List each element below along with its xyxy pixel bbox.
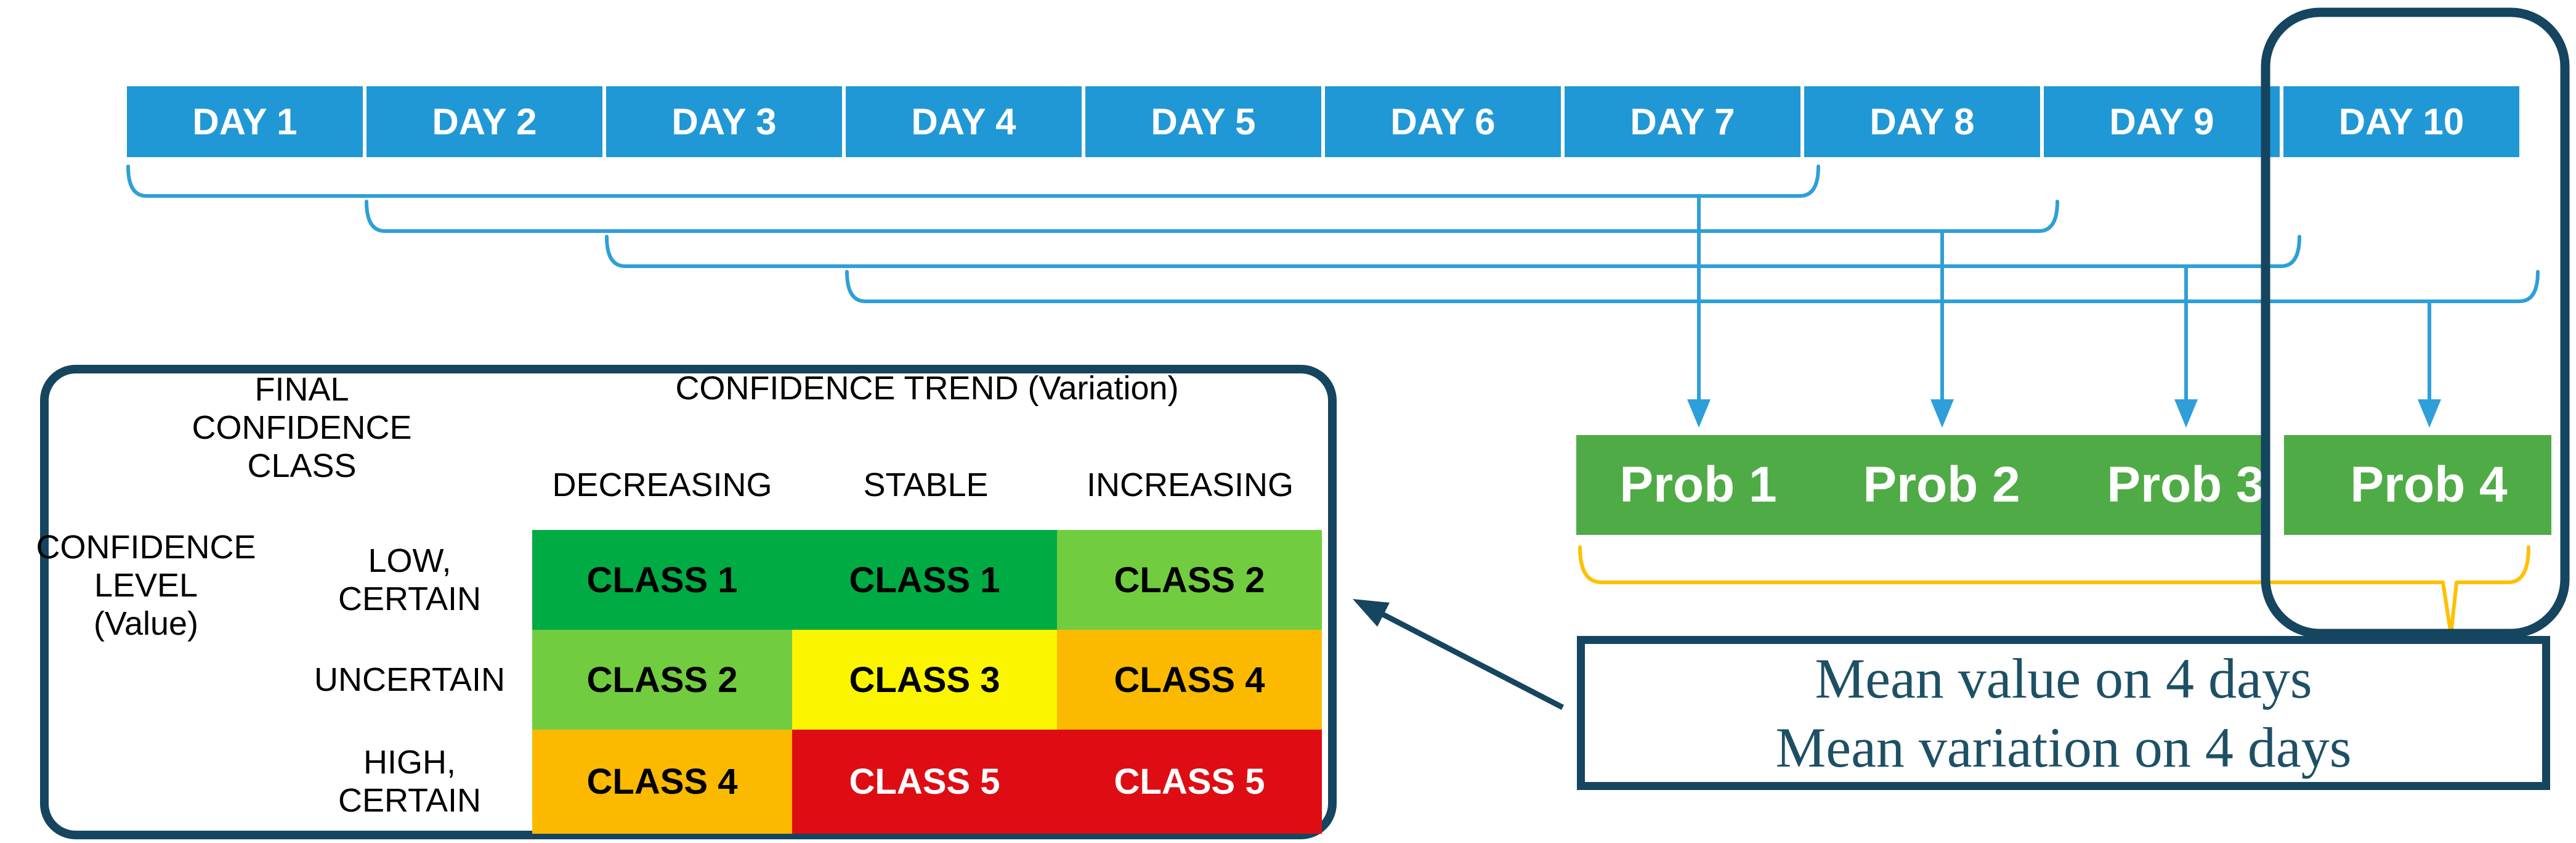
window-bracket-days2-8	[365, 200, 2059, 233]
prob-3-label: Prob 3	[2107, 457, 2264, 513]
window-bracket-days1-7	[126, 165, 1820, 198]
matrix-cell-r1c1: CLASS 1	[532, 530, 792, 630]
column-header-increasing: INCREASING	[1086, 466, 1294, 503]
matrix-cell-r1c2: CLASS 1	[792, 530, 1057, 630]
day-box-2: DAY 2	[367, 86, 602, 157]
matrix-cell-r1c3: CLASS 2	[1057, 530, 1322, 630]
matrix-cell-r3c1: CLASS 4	[532, 730, 792, 834]
prob-bar-segment-1to3	[1576, 435, 2263, 535]
matrix-column-axis-title: CONFIDENCE TREND (Variation)	[675, 370, 1179, 407]
window1-arrowhead-icon	[1687, 399, 1711, 428]
prob-2-label: Prob 2	[1863, 457, 2020, 513]
mean-variation-text: Mean variation on 4 days	[1775, 716, 2352, 779]
matrix-cell-r2c2: CLASS 3	[792, 630, 1057, 730]
window-bracket-days3-9	[605, 235, 2301, 268]
day-box-3: DAY 3	[606, 86, 842, 157]
window2-arrowhead-icon	[1930, 399, 1954, 428]
row-header-high-certain: HIGH, CERTAIN	[338, 744, 482, 819]
matrix-row-axis-title: CONFIDENCE LEVEL (Value)	[36, 529, 256, 642]
window-bracket-days4-10	[845, 270, 2540, 303]
annotation-arrowhead-icon	[1353, 599, 1390, 627]
day-box-6: DAY 6	[1325, 86, 1561, 157]
matrix-corner-title: FINAL CONFIDENCE CLASS	[192, 371, 412, 484]
day-box-10: DAY 10	[2283, 86, 2519, 157]
annotation-to-matrix-arrow	[1381, 612, 1565, 710]
day-box-8: DAY 8	[1804, 86, 2040, 157]
window4-arrowhead-icon	[2418, 399, 2441, 428]
row-header-uncertain: UNCERTAIN	[314, 661, 506, 698]
prob-aggregate-brace	[1578, 545, 2530, 637]
matrix-cell-r2c1: CLASS 2	[532, 630, 792, 730]
mean-annotation-box: Mean value on 4 days Mean variation on 4…	[1577, 636, 2550, 790]
mean-value-text: Mean value on 4 days	[1815, 647, 2312, 710]
matrix-cell-r3c3: CLASS 5	[1057, 730, 1322, 834]
row-header-low-certain: LOW, CERTAIN	[338, 542, 482, 617]
prob-4-label: Prob 4	[2350, 457, 2508, 513]
column-header-decreasing: DECREASING	[552, 466, 772, 503]
day-box-4: DAY 4	[846, 86, 1082, 157]
matrix-cell-r3c2: CLASS 5	[792, 730, 1057, 834]
day-box-9: DAY 9	[2044, 86, 2280, 157]
day-box-5: DAY 5	[1085, 86, 1321, 157]
window3-arrowhead-icon	[2174, 399, 2198, 428]
day-box-7: DAY 7	[1565, 86, 1800, 157]
prob-1-label: Prob 1	[1619, 457, 1777, 513]
column-header-stable: STABLE	[863, 466, 989, 503]
matrix-cell-r2c3: CLASS 4	[1057, 630, 1322, 730]
day-box-1: DAY 1	[127, 86, 363, 157]
